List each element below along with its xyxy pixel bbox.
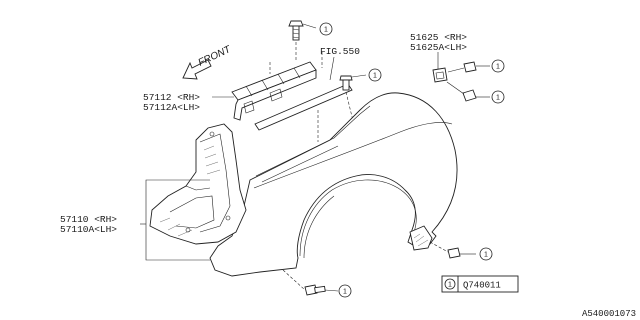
front-direction-arrow: FRONT bbox=[182, 44, 234, 80]
callout-circle-rear: 1 bbox=[479, 247, 493, 261]
bolt-top bbox=[288, 20, 317, 41]
front-fender-57110 bbox=[209, 92, 458, 277]
bolt-rear bbox=[447, 247, 476, 259]
svg-text:1: 1 bbox=[496, 95, 500, 102]
mudguard-clip-51625 bbox=[432, 67, 448, 83]
clip-label-lh: 51625A<LH> bbox=[410, 42, 467, 53]
clip-screw-upper bbox=[447, 61, 490, 73]
fender-label-rh: 57110 <RH> bbox=[60, 214, 117, 225]
weatherstrip-fig550 bbox=[254, 83, 353, 131]
front-label: FRONT bbox=[197, 44, 234, 69]
callout-circle-top: 1 bbox=[319, 22, 333, 36]
callout-circle-center: 1 bbox=[368, 68, 382, 82]
fender-label-lh: 57110A<LH> bbox=[60, 224, 117, 235]
fender-bracket-57112 bbox=[231, 61, 317, 121]
fastener-legend: 1 Q740011 bbox=[441, 275, 519, 293]
svg-text:1: 1 bbox=[496, 64, 500, 71]
bolt-bottom bbox=[304, 284, 339, 296]
bracket-label-rh: 57112 <RH> bbox=[143, 92, 200, 103]
svg-text:1: 1 bbox=[324, 27, 328, 34]
svg-text:1: 1 bbox=[373, 73, 377, 80]
clip-bolt-center bbox=[339, 74, 367, 91]
fender-side-structure bbox=[149, 123, 247, 245]
callout-circle-bottom: 1 bbox=[338, 284, 352, 298]
clip-screw-lower bbox=[446, 81, 490, 102]
clip-label-rh: 51625 <RH> bbox=[410, 32, 467, 43]
bracket-label-lh: 57112A<LH> bbox=[143, 102, 200, 113]
svg-text:1: 1 bbox=[448, 282, 452, 289]
svg-text:1: 1 bbox=[484, 252, 488, 259]
callout-circle-clip-upper: 1 bbox=[491, 59, 505, 73]
legend-part-code: Q740011 bbox=[463, 281, 501, 291]
svg-text:1: 1 bbox=[343, 289, 347, 296]
callout-circle-clip-lower: 1 bbox=[491, 90, 505, 104]
diagram-id: A540001073 bbox=[582, 309, 636, 319]
fig-reference-label: FIG.550 bbox=[320, 46, 360, 57]
